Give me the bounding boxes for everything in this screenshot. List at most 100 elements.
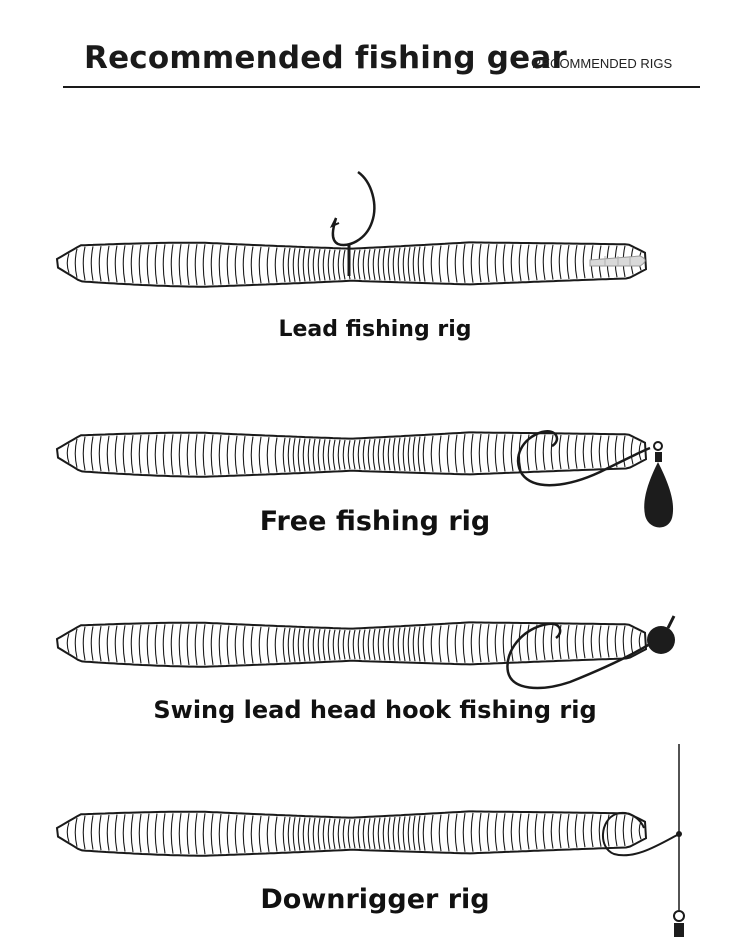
worm-segment bbox=[478, 623, 482, 663]
worm-segment bbox=[494, 434, 498, 472]
worm-segment bbox=[407, 247, 411, 282]
worm-segment bbox=[362, 818, 366, 849]
worm-segment bbox=[122, 245, 126, 283]
worm-segment bbox=[534, 813, 538, 850]
worm-segment bbox=[307, 817, 311, 851]
worm-segment bbox=[302, 438, 306, 472]
worm-segment bbox=[162, 434, 166, 475]
worm-segment bbox=[332, 439, 336, 471]
worm-segment bbox=[630, 628, 634, 655]
worm-segment bbox=[226, 625, 230, 665]
worm-segment bbox=[347, 819, 351, 849]
worm-segment bbox=[82, 246, 86, 281]
rig-downrigger: Downrigger rig bbox=[0, 740, 750, 940]
worm-segment bbox=[186, 434, 190, 476]
worm-segment bbox=[74, 817, 78, 847]
worm-segment bbox=[342, 629, 346, 660]
worm-segment bbox=[74, 248, 78, 278]
worm-segment bbox=[438, 245, 442, 283]
page-header: Recommended fishing gear RECOMMENDED RIG… bbox=[0, 0, 750, 90]
worm-segment bbox=[186, 813, 190, 855]
worm-segment bbox=[347, 440, 351, 470]
worm-segment bbox=[412, 246, 416, 282]
worm-segment bbox=[574, 434, 578, 469]
worm-segment bbox=[226, 245, 230, 285]
worm-segment bbox=[178, 624, 182, 665]
worm-segment bbox=[397, 437, 401, 471]
worm-segment bbox=[154, 244, 158, 285]
rig-free: Free fishing rig bbox=[0, 400, 750, 550]
worm-segment bbox=[66, 822, 70, 842]
worm-segment bbox=[312, 438, 316, 472]
worm-segment bbox=[486, 434, 490, 473]
worm-segment bbox=[162, 624, 166, 665]
worm-segment bbox=[566, 813, 570, 849]
worm-segment bbox=[362, 629, 366, 660]
worm-segment bbox=[372, 438, 376, 471]
downrigger-rig-illustration bbox=[55, 744, 685, 937]
worm-segment bbox=[98, 245, 102, 282]
worm-segment bbox=[402, 437, 406, 472]
worm-segment bbox=[178, 434, 182, 475]
worm-segment bbox=[422, 246, 426, 282]
header-divider bbox=[63, 86, 700, 88]
worm-segment bbox=[526, 624, 530, 661]
worm-segment bbox=[550, 624, 554, 660]
soft-worm-icon bbox=[55, 431, 648, 478]
worm-segment bbox=[606, 814, 610, 847]
worm-segment bbox=[114, 435, 118, 473]
worm-segment bbox=[407, 627, 411, 662]
worm-segment bbox=[590, 814, 594, 848]
worm-segment bbox=[292, 628, 296, 662]
worm-segment bbox=[90, 815, 94, 850]
worm-segment bbox=[574, 624, 578, 659]
worm-segment bbox=[412, 815, 416, 851]
worm-segment bbox=[114, 625, 118, 663]
worm-segment bbox=[357, 629, 361, 660]
worm-segment bbox=[392, 627, 396, 661]
hook-icon bbox=[516, 429, 651, 487]
worm-segment bbox=[130, 813, 134, 853]
worm-segment bbox=[582, 814, 586, 848]
worm-segment bbox=[82, 626, 86, 661]
worm-segment bbox=[446, 624, 450, 663]
worm-segment bbox=[387, 438, 391, 471]
worm-segment bbox=[412, 436, 416, 472]
worm-segment bbox=[377, 438, 381, 471]
worm-segment bbox=[622, 625, 626, 658]
worm-segment bbox=[502, 624, 506, 662]
worm-segment bbox=[327, 439, 331, 471]
worm-segment bbox=[202, 624, 206, 666]
worm-segment bbox=[282, 247, 286, 283]
worm-segment bbox=[242, 245, 246, 284]
worm-segment bbox=[558, 813, 562, 849]
worm-segment bbox=[342, 818, 346, 849]
worm-segment bbox=[614, 625, 618, 658]
worm-segment bbox=[357, 249, 361, 280]
sinker-icon bbox=[674, 923, 684, 937]
worm-segment bbox=[417, 626, 421, 662]
worm-segment bbox=[138, 813, 142, 853]
swivel-icon bbox=[673, 910, 685, 922]
worm-body bbox=[55, 241, 648, 288]
worm-segment bbox=[258, 626, 262, 664]
worm-segment bbox=[478, 433, 482, 473]
worm-segment bbox=[202, 244, 206, 286]
swing-head-sinker-icon bbox=[647, 626, 675, 654]
worm-segment bbox=[357, 439, 361, 470]
worm-segment bbox=[382, 817, 386, 850]
worm-segment bbox=[322, 818, 326, 850]
worm-segment bbox=[234, 625, 238, 665]
worm-segment bbox=[638, 442, 642, 461]
worm-segment bbox=[430, 435, 434, 472]
worm-segment bbox=[454, 624, 458, 663]
worm-segment bbox=[446, 813, 450, 852]
worm-segment bbox=[226, 435, 230, 475]
worm-segment bbox=[382, 438, 386, 471]
worm-segment bbox=[454, 244, 458, 283]
worm-segment bbox=[332, 629, 336, 661]
worm-segment bbox=[417, 246, 421, 282]
worm-segment bbox=[218, 624, 222, 665]
worm-segment bbox=[382, 248, 386, 281]
bullet-weight-icon bbox=[589, 255, 646, 267]
